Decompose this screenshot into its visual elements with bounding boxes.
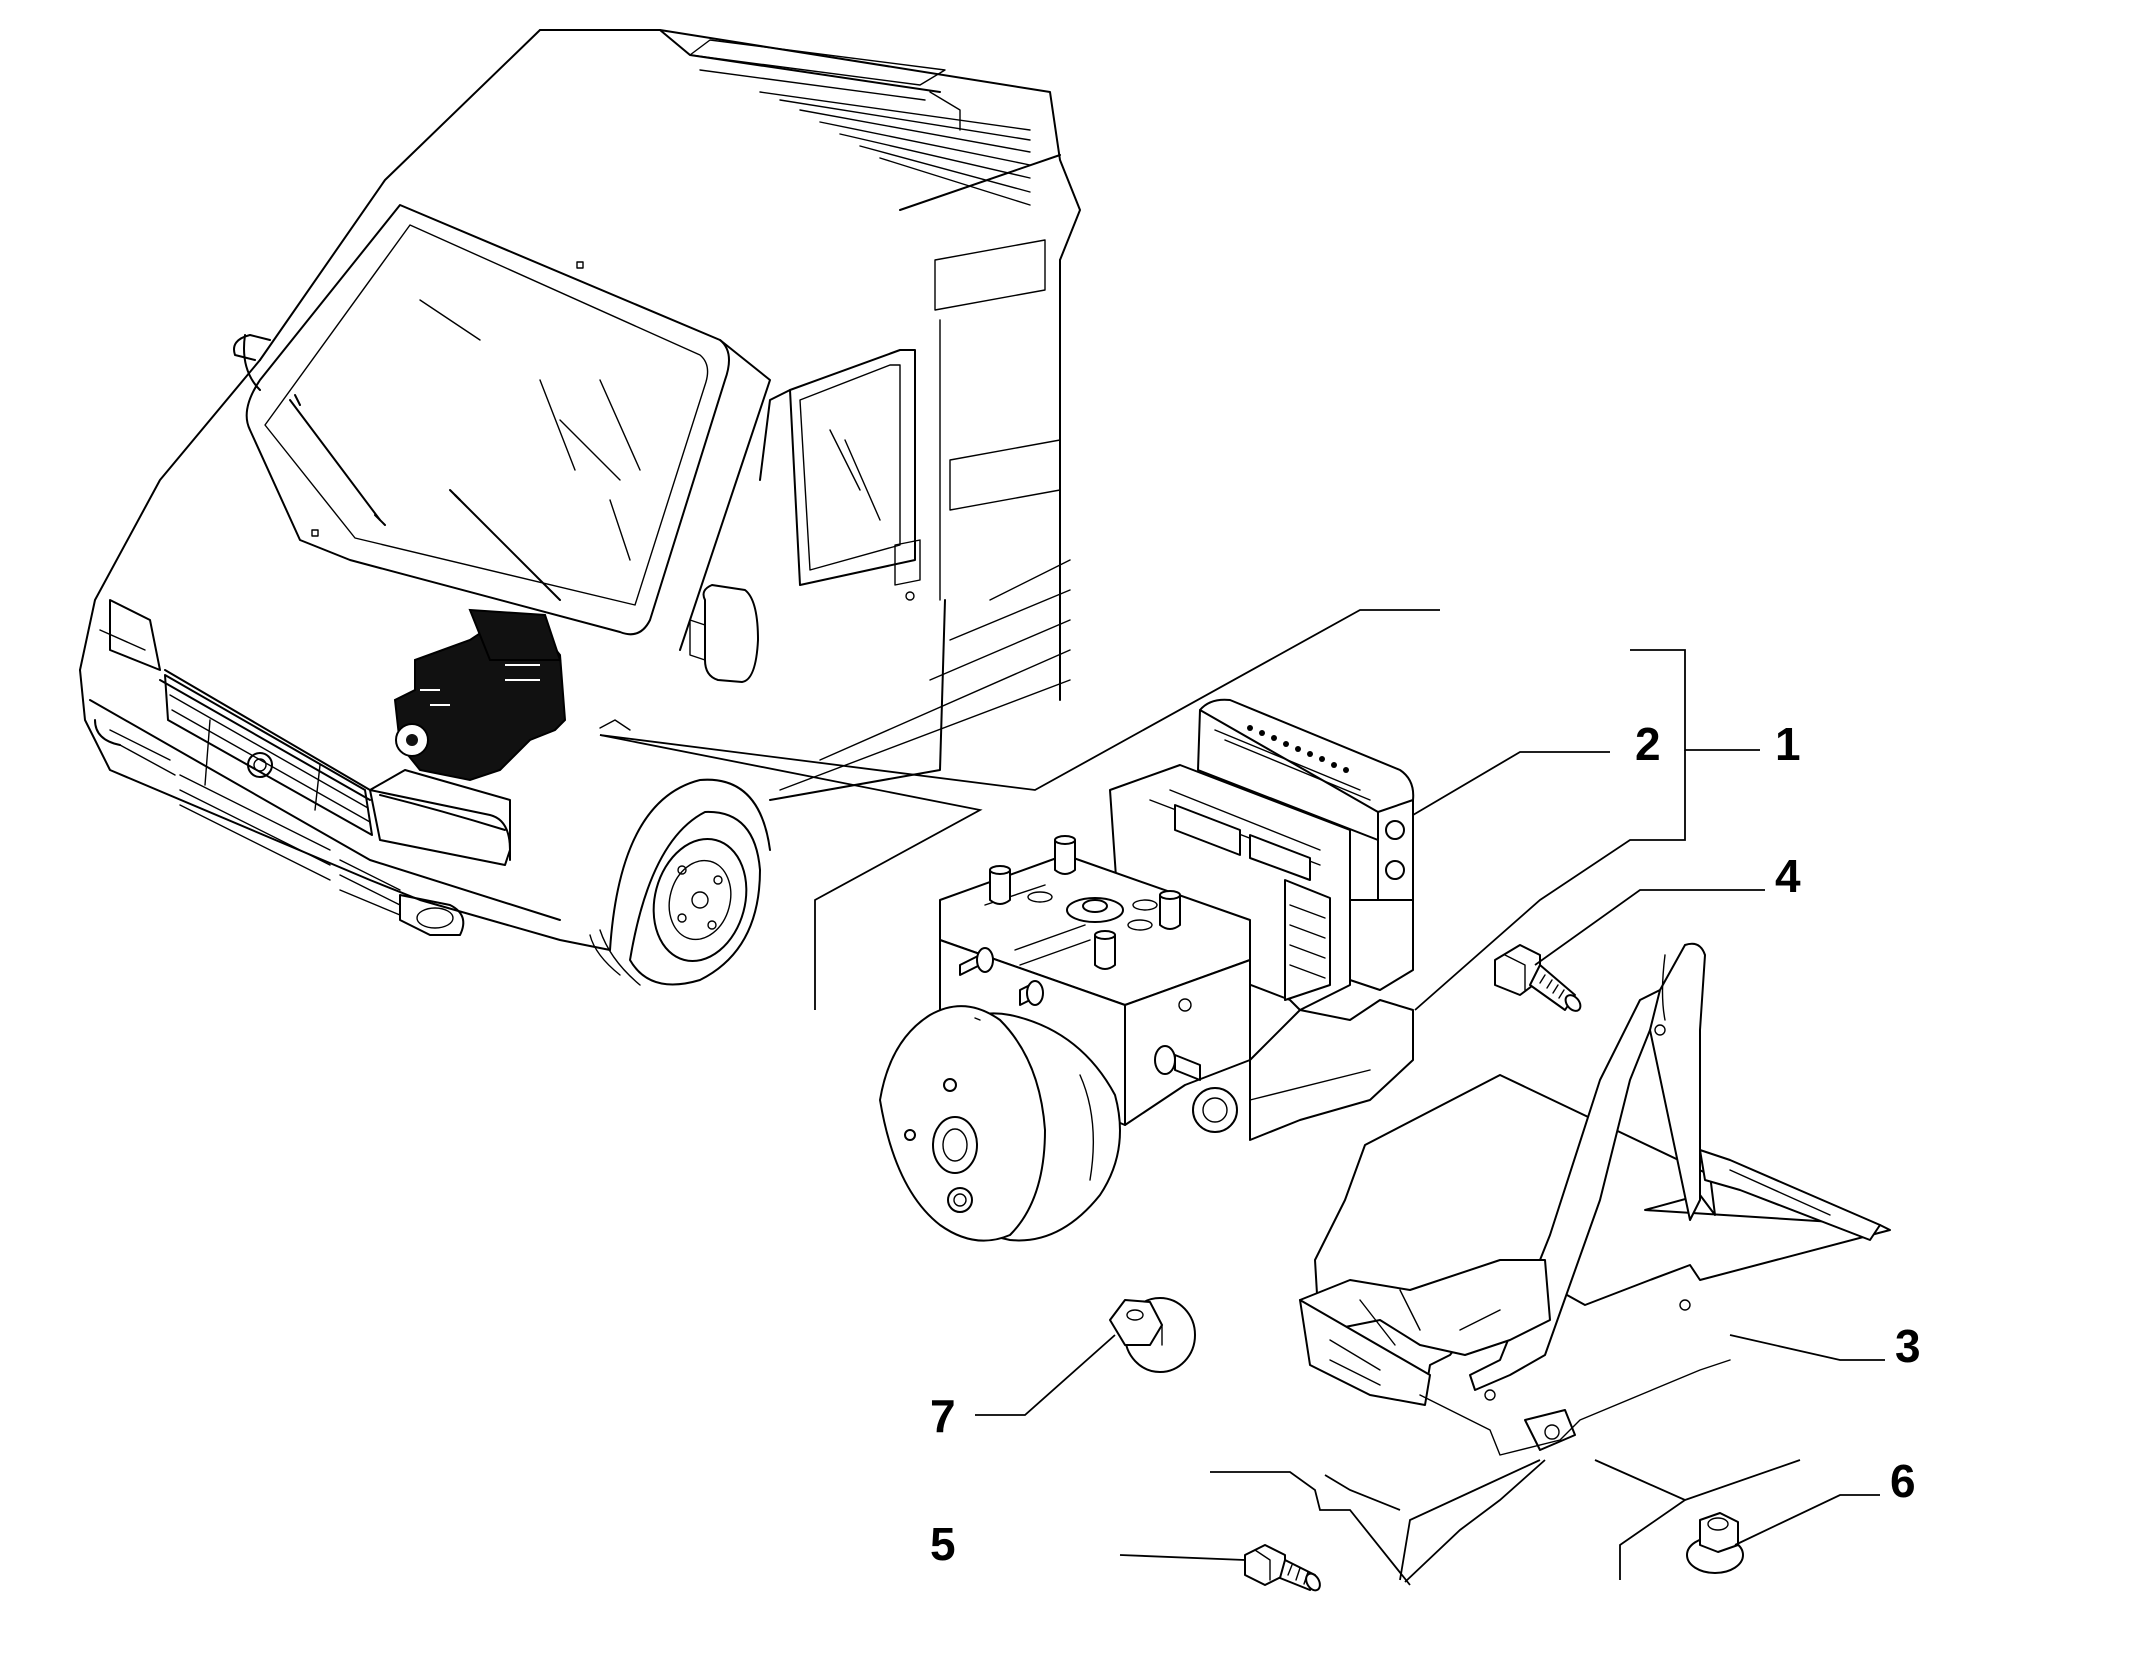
- nut-part-6: [1686, 1512, 1744, 1574]
- abs-ecu-module: [1197, 698, 1415, 991]
- callout-2: 2: [1635, 718, 1661, 770]
- pipe-fittings: [959, 835, 1201, 1081]
- nut-part-7: [1109, 1297, 1196, 1373]
- bolt-part-5: [1244, 1544, 1321, 1592]
- leader-lines: [975, 649, 1885, 1586]
- callout-4: 4: [1775, 850, 1801, 902]
- callout-3: 3: [1895, 1320, 1921, 1372]
- zoom-line-lower: [599, 734, 983, 1010]
- front-grille: [164, 674, 373, 836]
- callout-6: 6: [1890, 1455, 1916, 1507]
- mounting-bracket: [1299, 942, 1891, 1456]
- bolt-part-4: [1494, 944, 1582, 1012]
- roof-rack: [689, 39, 1031, 206]
- callout-5: 5: [930, 1518, 956, 1570]
- zoom-line-upper: [599, 609, 1440, 791]
- callout-7: 7: [930, 1390, 956, 1442]
- side-mirror: [689, 584, 759, 683]
- abs-hydraulic-unit: [879, 698, 1415, 1242]
- callout-1: 1: [1775, 718, 1801, 770]
- pump-motor: [879, 1005, 1121, 1242]
- van-illustration: [79, 29, 1081, 986]
- front-wheel: [589, 778, 771, 986]
- abs-location-marker: [393, 608, 567, 782]
- windshield: [245, 204, 730, 636]
